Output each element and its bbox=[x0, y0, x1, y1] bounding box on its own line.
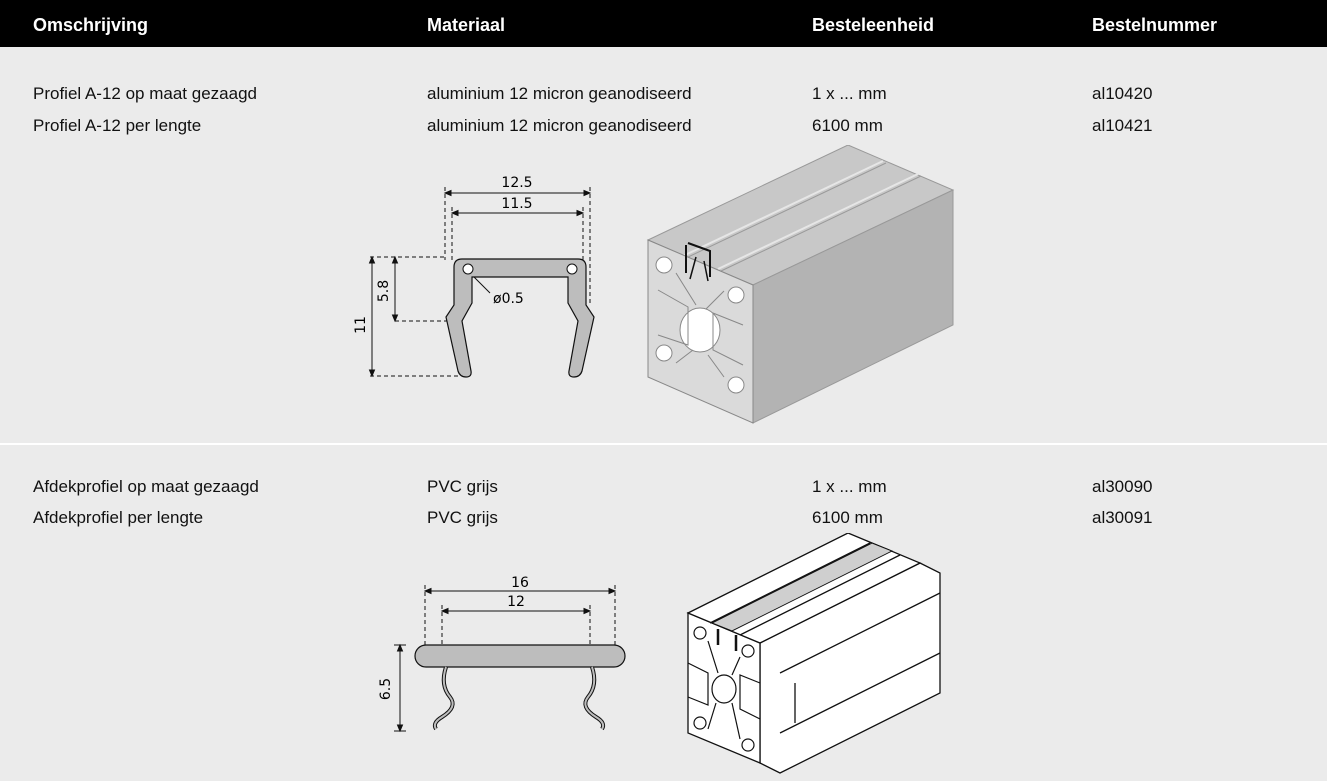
row-description: Afdekprofiel per lengte bbox=[33, 508, 204, 527]
row-description: Afdekprofiel op maat gezaagd bbox=[33, 477, 259, 496]
header-order-number: Bestelnummer bbox=[1092, 15, 1218, 35]
row-material: aluminium 12 micron geanodiseerd bbox=[427, 84, 692, 103]
header-description: Omschrijving bbox=[33, 15, 149, 35]
section-cover-profile: Afdekprofiel op maat gezaagd PVC grijs 1… bbox=[0, 445, 1327, 781]
row-order-number: al30090 bbox=[1092, 477, 1153, 496]
dim-inner-width: 12 bbox=[507, 594, 525, 610]
dim-outer-width: 16 bbox=[511, 575, 529, 591]
dim-hole: ø0.5 bbox=[493, 291, 524, 307]
row-material: PVC grijs bbox=[427, 508, 498, 527]
profile-a12-cross-section-drawing: 12.5 11.5 11 5.8 ø0.5 bbox=[353, 175, 595, 378]
row-unit: 1 x ... mm bbox=[812, 84, 887, 103]
dim-height: 6.5 bbox=[378, 678, 394, 700]
table-header: Omschrijving Materiaal Besteleenheid Bes… bbox=[0, 0, 1327, 47]
table-row: Profiel A-12 per lengte aluminium 12 mic… bbox=[0, 116, 1327, 140]
cover-profile-cross-section-drawing: 16 12 6.5 bbox=[378, 575, 626, 733]
dim-height: 11 bbox=[353, 316, 369, 334]
row-unit: 6100 mm bbox=[812, 116, 883, 135]
row-description: Profiel A-12 op maat gezaagd bbox=[33, 84, 257, 103]
row-order-number: al10420 bbox=[1092, 84, 1153, 103]
row-material: aluminium 12 micron geanodiseerd bbox=[427, 116, 692, 135]
table-row: Profiel A-12 op maat gezaagd aluminium 1… bbox=[0, 84, 1327, 108]
profile-a12-isometric-image bbox=[646, 145, 955, 424]
row-unit: 1 x ... mm bbox=[812, 477, 887, 496]
section-profile-a12: Profiel A-12 op maat gezaagd aluminium 1… bbox=[0, 47, 1327, 443]
dim-inner-height: 5.8 bbox=[376, 280, 392, 302]
dim-inner-width: 11.5 bbox=[501, 196, 532, 212]
row-order-number: al10421 bbox=[1092, 116, 1153, 135]
row-order-number: al30091 bbox=[1092, 508, 1153, 527]
table-row: Afdekprofiel per lengte PVC grijs 6100 m… bbox=[0, 508, 1327, 532]
header-unit: Besteleenheid bbox=[812, 15, 935, 35]
cover-profile-isometric-image bbox=[686, 533, 941, 774]
row-description: Profiel A-12 per lengte bbox=[33, 116, 202, 135]
row-material: PVC grijs bbox=[427, 477, 498, 496]
table-row: Afdekprofiel op maat gezaagd PVC grijs 1… bbox=[0, 477, 1327, 501]
section-divider bbox=[0, 443, 1327, 445]
dim-outer-width: 12.5 bbox=[501, 175, 532, 191]
header-material: Materiaal bbox=[427, 15, 506, 35]
row-unit: 6100 mm bbox=[812, 508, 883, 527]
